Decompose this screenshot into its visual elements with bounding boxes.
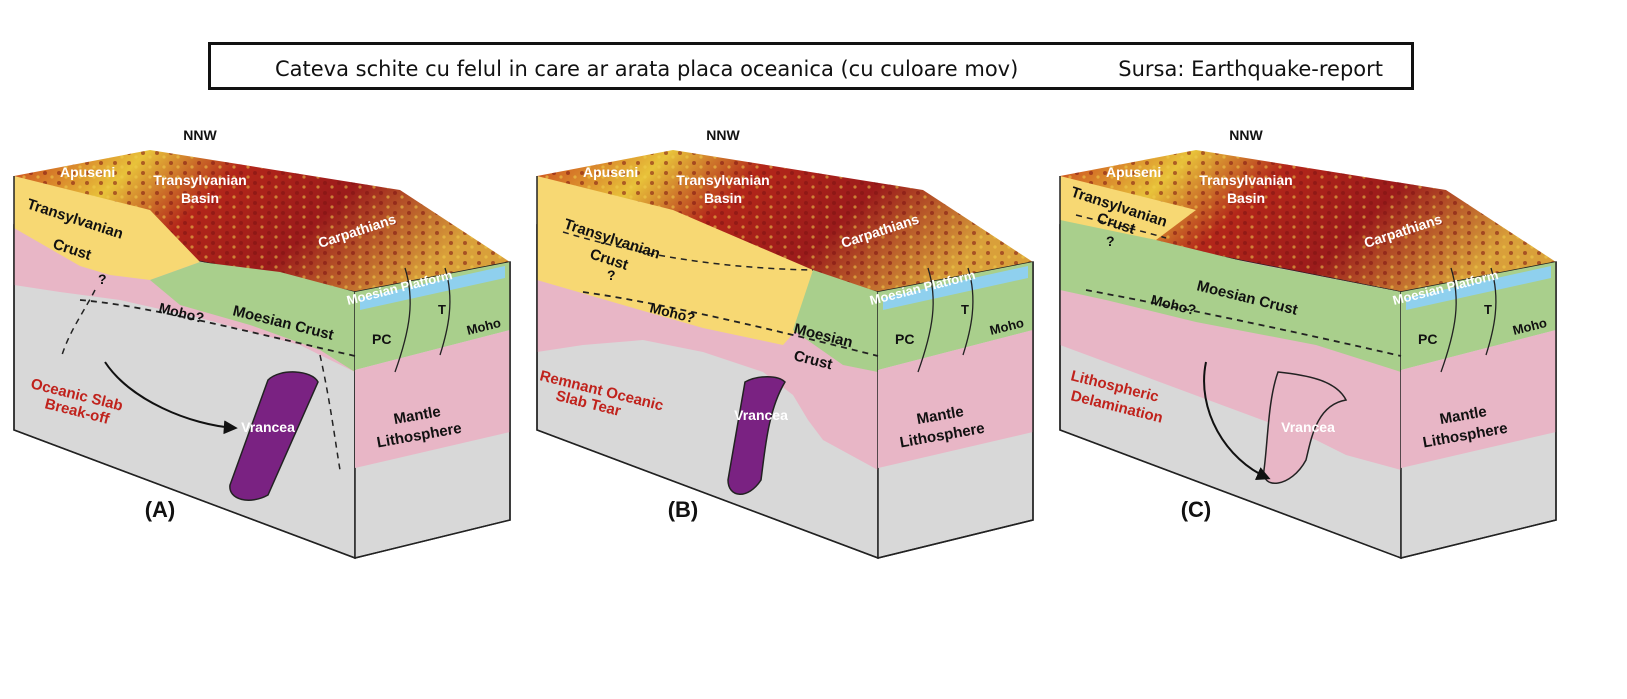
vrancea-label: Vrancea <box>1281 419 1335 435</box>
basin-label-1: Transylvanian <box>676 172 769 188</box>
question-label: ? <box>607 267 616 283</box>
apuseni-label: Apuseni <box>1106 164 1161 180</box>
apuseni-label: Apuseni <box>583 164 638 180</box>
caption-text: Cateva schite cu felul in care ar arata … <box>275 57 1019 81</box>
caption-box: Cateva schite cu felul in care ar arata … <box>208 42 1414 90</box>
pc-label: PC <box>372 331 391 347</box>
vrancea-label: Vrancea <box>241 419 295 435</box>
apuseni-label: Apuseni <box>60 164 115 180</box>
question-label: ? <box>1106 233 1115 249</box>
basin-label-2: Basin <box>181 190 219 206</box>
vrancea-label: Vrancea <box>734 407 788 423</box>
basin-label-2: Basin <box>704 190 742 206</box>
transylvanian-crust-front <box>537 176 823 345</box>
slab <box>229 371 319 501</box>
pc-label: PC <box>895 331 914 347</box>
caption-source: Sursa: Earthquake-report <box>1118 57 1383 81</box>
delaminated-lithosphere <box>1263 371 1348 484</box>
panel-letter: (B) <box>668 497 699 522</box>
panel-b: NNW Apuseni Transylvanian Basin Carpathi… <box>536 127 1034 560</box>
t-label: T <box>1484 302 1492 317</box>
t-label: T <box>961 302 969 317</box>
panel-a: NNW Apuseni Transylvanian Basin Carpathi… <box>13 127 511 560</box>
transylvanian-crust-front <box>14 176 200 280</box>
panel-c: NNW Apuseni Transylvanian Basin Carpathi… <box>1059 127 1557 560</box>
pc-label: PC <box>1418 331 1437 347</box>
north-label: NNW <box>706 127 740 143</box>
basin-label-1: Transylvanian <box>153 172 246 188</box>
panel-letter: (C) <box>1181 497 1212 522</box>
basin-label-1: Transylvanian <box>1199 172 1292 188</box>
slab <box>727 376 786 495</box>
north-label: NNW <box>183 127 217 143</box>
moesian-crust-front <box>150 262 355 372</box>
question-label: ? <box>98 271 107 287</box>
moesian-crust-front <box>793 270 878 372</box>
t-label: T <box>438 302 446 317</box>
panel-letter: (A) <box>145 497 176 522</box>
basin-label-2: Basin <box>1227 190 1265 206</box>
transylvanian-crust-front <box>1060 176 1196 240</box>
moesian-crust-front <box>1060 220 1401 372</box>
north-label: NNW <box>1229 127 1263 143</box>
